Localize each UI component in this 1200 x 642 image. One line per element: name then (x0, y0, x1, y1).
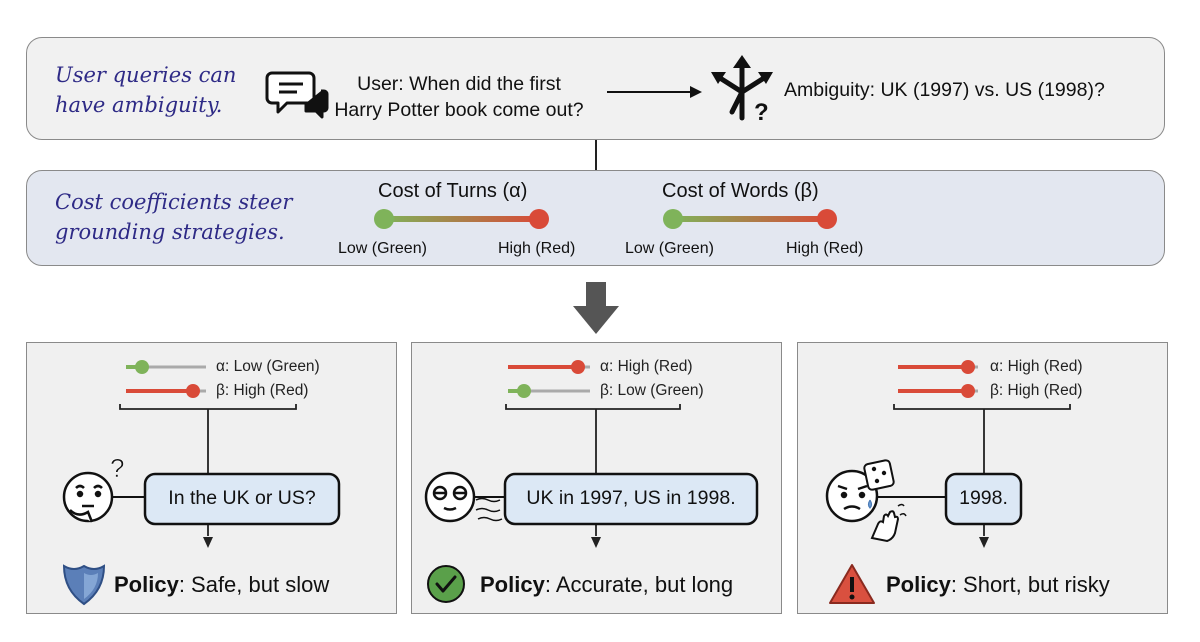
card1-beta-slider (126, 384, 206, 398)
card1-alpha-label: α: Low (Green) (216, 358, 320, 375)
card3-alpha-slider (898, 360, 978, 374)
turns-high-label: High (Red) (498, 240, 576, 257)
card1-alpha-slider (126, 360, 206, 374)
sighing-face-icon (424, 471, 503, 523)
card1-policy-label: Policy (114, 572, 179, 597)
query-arrow (607, 86, 702, 98)
card2-policy-text: : Accurate, but long (544, 572, 734, 597)
card2-bubble-text: UK in 1997, US in 1998. (526, 487, 736, 509)
card1-policy: Policy: Safe, but slow (114, 572, 329, 598)
warning-triangle-icon (829, 564, 875, 604)
card3-policy: Policy: Short, but risky (886, 572, 1110, 598)
card1-policy-text: : Safe, but slow (178, 572, 330, 597)
words-cost-slider (663, 209, 837, 229)
words-high-label: High (Red) (786, 240, 864, 257)
card2-beta-label: β: Low (Green) (600, 382, 704, 399)
chat-bubbles-icon (265, 71, 329, 119)
ambiguity-note: User queries can have ambiguity. (55, 63, 237, 117)
card2-policy-label: Policy (480, 572, 545, 597)
turns-high-knob (529, 209, 549, 229)
dice-icon (863, 459, 895, 491)
ambiguity-text: Ambiguity: UK (1997) vs. US (1998)? (784, 79, 1105, 101)
card3-beta-label: β: High (Red) (990, 382, 1083, 399)
turns-cost-slider (374, 209, 549, 229)
card3-speech-bubble (944, 472, 1023, 526)
card2-speech-bubble (503, 472, 759, 526)
card1-beta-label: β: High (Red) (216, 382, 309, 399)
words-low-knob (663, 209, 683, 229)
card3-bubble-text: 1998. (959, 487, 1008, 509)
thinking-face-icon (62, 471, 114, 523)
user-query: User: When did the first Harry Potter bo… (334, 73, 584, 121)
turns-low-knob (374, 209, 394, 229)
check-circle-icon (427, 565, 465, 603)
card2-alpha-slider (508, 360, 590, 374)
cost-note: Cost coefficients steer grounding strate… (55, 190, 293, 244)
card2-beta-slider (508, 384, 590, 398)
words-high-knob (817, 209, 837, 229)
card2-policy: Policy: Accurate, but long (480, 572, 733, 598)
card3-alpha-label: α: High (Red) (990, 358, 1083, 375)
card3-policy-text: : Short, but risky (950, 572, 1110, 597)
card2-flow-arrowhead (591, 537, 601, 548)
branching-arrows-question-icon (711, 55, 773, 121)
cost-coefficients-panel (26, 170, 1165, 266)
ambiguity-panel (26, 37, 1165, 140)
words-slider-title: Cost of Words (β) (662, 180, 819, 202)
card3-flow-arrowhead (979, 537, 989, 548)
card3-policy-label: Policy (886, 572, 951, 597)
card1-flow-arrowhead (203, 537, 213, 548)
thinking-question-glyph: ? (110, 453, 124, 483)
turns-low-label: Low (Green) (338, 240, 427, 257)
worried-face-icon (825, 469, 879, 523)
question-mark-glyph: ? (754, 99, 769, 126)
card1-bubble-text: In the UK or US? (168, 487, 316, 509)
shield-icon (62, 564, 106, 606)
card1-speech-bubble (143, 472, 341, 526)
down-arrow-icon (573, 282, 619, 334)
card2-alpha-label: α: High (Red) (600, 358, 693, 375)
hand-icon (870, 503, 907, 543)
turns-slider-title: Cost of Turns (α) (378, 180, 528, 202)
card3-beta-slider (898, 384, 978, 398)
words-low-label: Low (Green) (625, 240, 714, 257)
